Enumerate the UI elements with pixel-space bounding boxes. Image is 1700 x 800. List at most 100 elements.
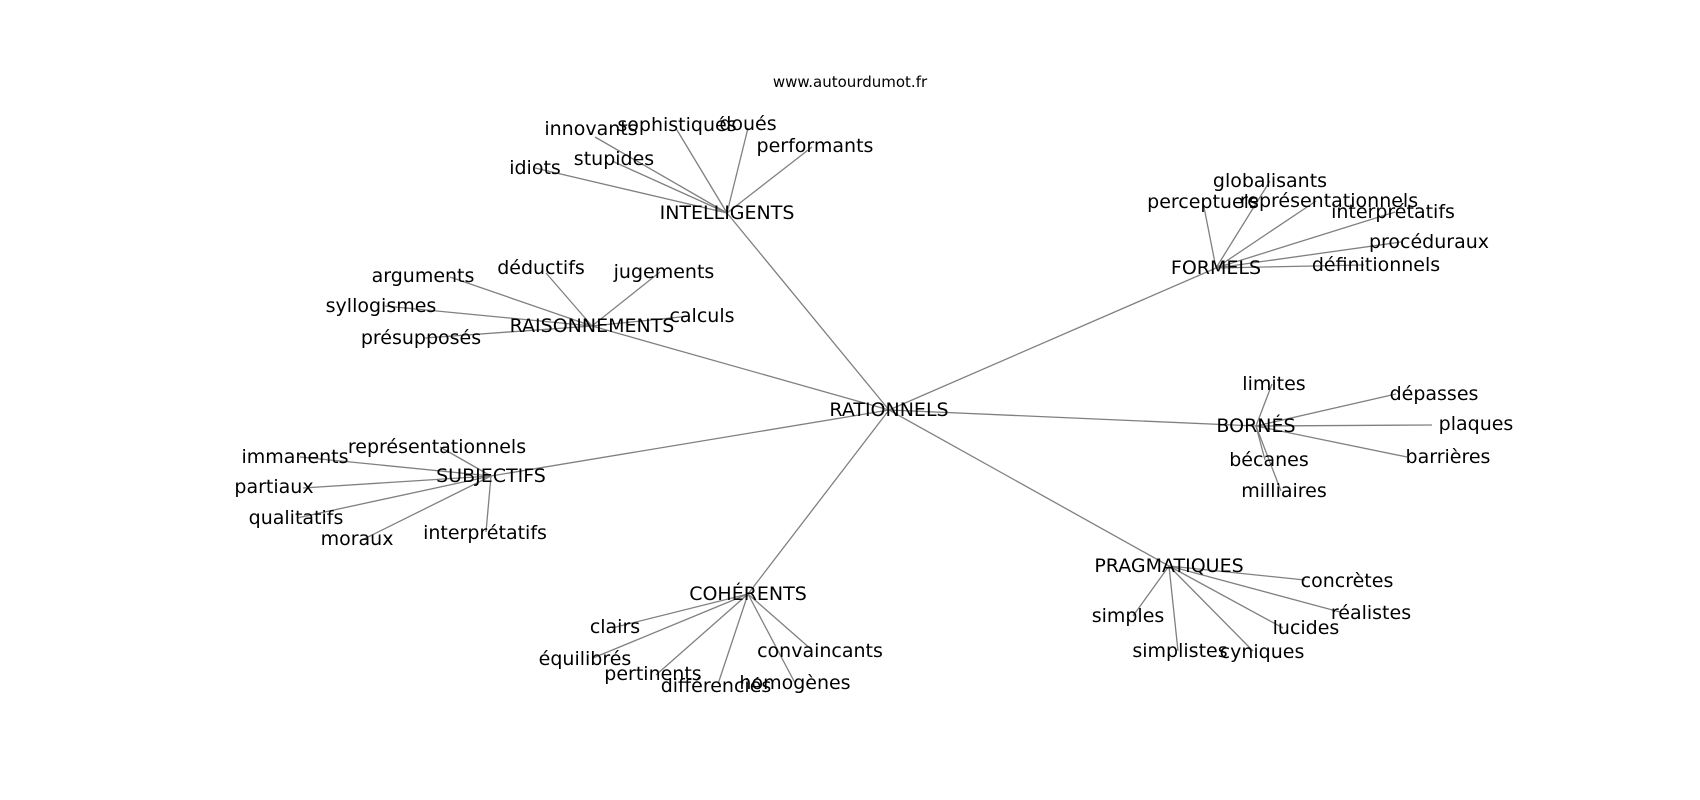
watermark: www.autourdumot.fr (772, 73, 928, 91)
node-leaf-qualitatifs: qualitatifs (249, 507, 344, 529)
node-leaf-convaincants: convaincants (757, 640, 883, 662)
edge-center-subjectifs (490, 409, 890, 477)
node-leaf-cyniques: cyniques (1220, 641, 1305, 663)
node-leaf-differencies: différenciés (661, 675, 772, 697)
edge-pragmatiques-lucides (1168, 565, 1284, 629)
edge-center-formels (888, 267, 1217, 411)
graph-labels: RATIONNELS INTELLIGENTS innovantssophistiq… (234, 113, 1513, 697)
node-leaf-representationnels: représentationnels (348, 436, 526, 458)
edge-raisonnements-syllogismes (384, 305, 593, 327)
node-leaf-doues: doués (719, 113, 776, 135)
node-leaf-clairs: clairs (590, 616, 640, 638)
edge-formels-perceptuels (1202, 201, 1217, 269)
graph-edges (296, 127, 1433, 685)
node-leaf-limites: limites (1242, 373, 1305, 395)
node-leaf-immanents: immanents (241, 446, 348, 468)
edge-raisonnements-calculs (591, 315, 691, 327)
node-center-rationnels: RATIONNELS (829, 399, 948, 421)
edge-subjectifs-interpretatifs (485, 475, 492, 533)
edge-intelligents-doues (726, 127, 749, 214)
edge-pragmatiques-simplistes (1168, 565, 1179, 652)
node-leaf-innovants: innovants (544, 118, 637, 140)
edge-pragmatiques-concretes (1168, 565, 1306, 581)
node-hub-intelligents: INTELLIGENTS (660, 202, 795, 224)
edge-coherents-equilibres (592, 593, 749, 659)
node-leaf-stupides: stupides (574, 148, 654, 170)
edge-coherents-differencies (717, 593, 749, 685)
edge-bornes-becanes (1255, 425, 1266, 461)
edge-coherents-pertinents (655, 593, 749, 676)
node-leaf-pertinents: pertinents (604, 663, 701, 685)
edge-subjectifs-immanents (299, 456, 492, 477)
edge-intelligents-innovants (594, 136, 728, 214)
node-leaf-realistes: réalistes (1331, 602, 1411, 624)
edge-bornes-depasses (1255, 393, 1397, 427)
node-leaf-arguments: arguments (372, 265, 475, 287)
edge-intelligents-performants (726, 146, 813, 214)
edge-formels-definitionnels (1215, 264, 1365, 269)
edge-subjectifs-qualitatifs (296, 475, 492, 519)
edge-center-intelligents (726, 212, 890, 411)
edge-raisonnements-deductifs (545, 272, 593, 327)
node-leaf-becanes: bécanes (1229, 449, 1308, 471)
edge-formels-proceduraux (1215, 241, 1402, 269)
edge-raisonnements-jugements (591, 271, 661, 327)
edge-formels-interpretatifs (1215, 211, 1396, 269)
edge-coherents-convaincants (747, 593, 813, 651)
node-leaf-partiaux: partiaux (234, 476, 313, 498)
edge-center-raisonnements (591, 325, 890, 411)
node-leaf-moraux: moraux (321, 528, 394, 550)
node-leaf-plaques: plaques (1439, 413, 1514, 435)
node-leaf-sophistiques: sophistiqués (617, 114, 736, 136)
edge-bornes-limites (1255, 383, 1273, 427)
node-leaf-definitionnels: définitionnels (1312, 254, 1440, 276)
edge-formels-globalisants (1215, 180, 1271, 269)
node-leaf-proceduraux: procéduraux (1369, 231, 1489, 253)
node-leaf-lucides: lucides (1273, 617, 1340, 639)
edge-center-bornes (888, 409, 1257, 427)
edge-bornes-milliaires (1255, 425, 1282, 492)
edge-subjectifs-representationnels (439, 446, 492, 477)
node-leaf-presupposes: présupposés (361, 327, 481, 349)
node-leaf-perceptuels: perceptuels (1147, 191, 1259, 213)
edge-center-coherents (747, 409, 890, 595)
node-leaf-equilibres: équilibrés (539, 648, 632, 670)
node-leaf-homogenes: homogènes (739, 672, 850, 694)
node-leaf-deductifs: déductifs (497, 257, 585, 279)
edge-bornes-plaques (1255, 424, 1433, 427)
edge-intelligents-idiots (534, 167, 728, 214)
node-leaf-calculs: calculs (669, 305, 734, 327)
edge-bornes-barrieres (1255, 425, 1408, 458)
edge-center-pragmatiques (888, 409, 1170, 567)
node-leaf-milliaires: milliaires (1241, 480, 1327, 502)
node-hub-raisonnements: RAISONNEMENTS (510, 315, 675, 337)
edge-pragmatiques-realistes (1168, 565, 1341, 613)
node-leaf-depasses: dépasses (1390, 383, 1479, 405)
node-leaf-performants: performants (757, 135, 874, 157)
edge-intelligents-stupides (611, 160, 728, 214)
edge-coherents-homogenes (747, 593, 796, 684)
node-hub-pragmatiques: PRAGMATIQUES (1094, 555, 1243, 577)
edge-pragmatiques-simples (1132, 565, 1170, 617)
node-leaf-syllogismes: syllogismes (326, 295, 437, 317)
node-leaf-representationnels: représentationnels (1240, 190, 1418, 212)
node-leaf-interpretatifs: interprétatifs (423, 522, 547, 544)
edge-subjectifs-partiaux (302, 475, 492, 489)
edge-intelligents-sophistiques (676, 129, 728, 214)
edge-subjectifs-moraux (361, 475, 492, 541)
node-leaf-interpretatifs: interprétatifs (1331, 201, 1455, 223)
node-hub-coherents: COHÉRENTS (689, 582, 807, 605)
node-leaf-globalisants: globalisants (1213, 170, 1327, 192)
edge-pragmatiques-cyniques (1168, 565, 1254, 652)
node-hub-subjectifs: SUBJECTIFS (436, 465, 546, 487)
edge-raisonnements-presupposes (424, 325, 593, 339)
edge-formels-representationnels (1215, 200, 1317, 269)
node-leaf-concretes: concrètes (1301, 570, 1394, 592)
edge-coherents-clairs (611, 593, 749, 629)
node-hub-bornes: BORNÉS (1216, 414, 1295, 437)
node-leaf-simplistes: simplistes (1132, 640, 1227, 662)
node-leaf-jugements: jugements (613, 261, 715, 283)
node-leaf-simples: simples (1092, 605, 1165, 627)
node-leaf-idiots: idiots (509, 157, 561, 179)
